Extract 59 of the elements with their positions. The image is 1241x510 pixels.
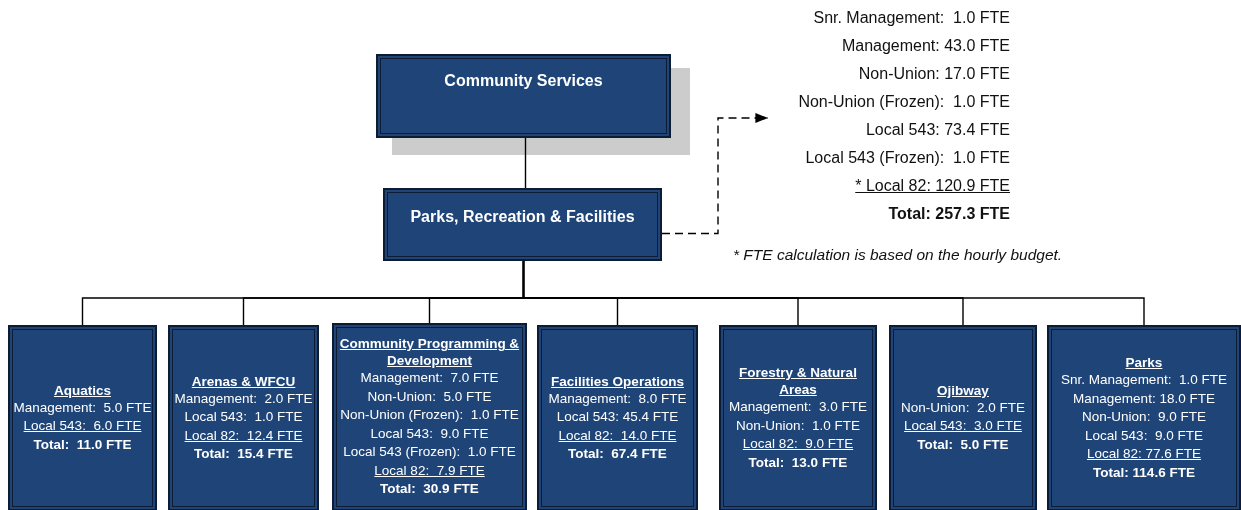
department-box xyxy=(168,325,319,510)
department-title: Arenas & WFCU xyxy=(191,372,296,390)
fte-line: Local 543 (Frozen): 1.0 FTE xyxy=(805,148,1010,168)
fte-line: Non-Union: 1.0 FTE xyxy=(736,416,860,435)
department-title: Facilities Operations xyxy=(551,372,684,390)
department-box xyxy=(719,325,877,510)
department-box xyxy=(1047,325,1241,510)
fte-line: Local 82: 14.0 FTE xyxy=(558,426,677,445)
fte-line: Local 543 (Frozen): 1.0 FTE xyxy=(343,443,516,462)
fte-line: Management: 18.0 FTE xyxy=(1073,389,1215,408)
footnote: * FTE calculation is based on the hourly budget. xyxy=(733,246,1063,264)
fte-line: Non-Union: 5.0 FTE xyxy=(367,387,492,406)
fte-line: Management: 2.0 FTE xyxy=(174,389,313,408)
total-fte: Total: 5.0 FTE xyxy=(917,435,1009,454)
fte-line: Local 543: 3.0 FTE xyxy=(904,417,1022,436)
fte-line: Management: 5.0 FTE xyxy=(13,398,152,417)
fte-line: Management: 43.0 FTE xyxy=(841,36,1010,56)
total-fte: Total: 67.4 FTE xyxy=(568,445,667,463)
org-box: Parks, Recreation & Facilities xyxy=(383,188,662,261)
arrow xyxy=(661,112,769,235)
fte-line: Local 543: 73.4 FTE xyxy=(865,120,1010,140)
department-title: Parks xyxy=(1125,354,1163,371)
fte-line: Management: 8.0 FTE xyxy=(548,389,687,408)
fte-line: Local 543: 9.0 FTE xyxy=(1085,426,1203,445)
department-title: Aquatics xyxy=(54,381,111,399)
department-title: Forestry & Natural Areas xyxy=(738,364,858,398)
department-title: Ojibway xyxy=(937,381,989,399)
total-fte: Total: 30.9 FTE xyxy=(380,480,479,499)
fte-line: Management: 3.0 FTE xyxy=(728,398,868,416)
fte-line: Snr. Management: 1.0 FTE xyxy=(813,8,1010,28)
connector-line xyxy=(522,260,1145,326)
fte-line: Non-Union (Frozen): 1.0 FTE xyxy=(798,92,1010,112)
total-fte: Total: 15.4 FTE xyxy=(194,445,293,463)
department-box xyxy=(889,325,1037,510)
fte-line: Snr. Management: 1.0 FTE xyxy=(1061,371,1227,389)
fte-line: Local 82: 7.9 FTE xyxy=(374,461,485,480)
department-box xyxy=(8,325,157,510)
department-box xyxy=(537,325,698,510)
total-fte: Total: 11.0 FTE xyxy=(33,435,132,454)
department-box xyxy=(332,323,527,510)
fte-line: Non-Union: 2.0 FTE xyxy=(901,398,1025,417)
fte-line: Local 82: 9.0 FTE xyxy=(742,435,854,453)
fte-line: Management: 7.0 FTE xyxy=(360,369,499,388)
org-box: Community Services xyxy=(376,54,671,138)
fte-line: Non-Union (Frozen): 1.0 FTE xyxy=(340,406,519,425)
fte-line: Local 82: 12.4 FTE xyxy=(184,426,303,445)
fte-line: Local 543: 1.0 FTE xyxy=(184,408,303,426)
total-fte: Total: 13.0 FTE xyxy=(748,453,848,472)
fte-line: Local 543: 9.0 FTE xyxy=(370,424,489,443)
connector-line xyxy=(524,137,527,189)
fte-line: * Local 82: 120.9 FTE xyxy=(855,176,1010,196)
total-fte: Total: 114.6 FTE xyxy=(1093,463,1195,482)
fte-line: Local 82: 77.6 FTE xyxy=(1086,445,1202,463)
fte-line: Non-Union: 17.0 FTE xyxy=(858,64,1010,84)
fte-line: Local 543: 6.0 FTE xyxy=(23,417,142,436)
fte-line: Local 543: 45.4 FTE xyxy=(556,408,679,426)
fte-line: Non-Union: 9.0 FTE xyxy=(1082,408,1206,426)
department-title: Community Programming & Development xyxy=(338,335,521,370)
total-fte: Total: 257.3 FTE xyxy=(888,204,1010,224)
